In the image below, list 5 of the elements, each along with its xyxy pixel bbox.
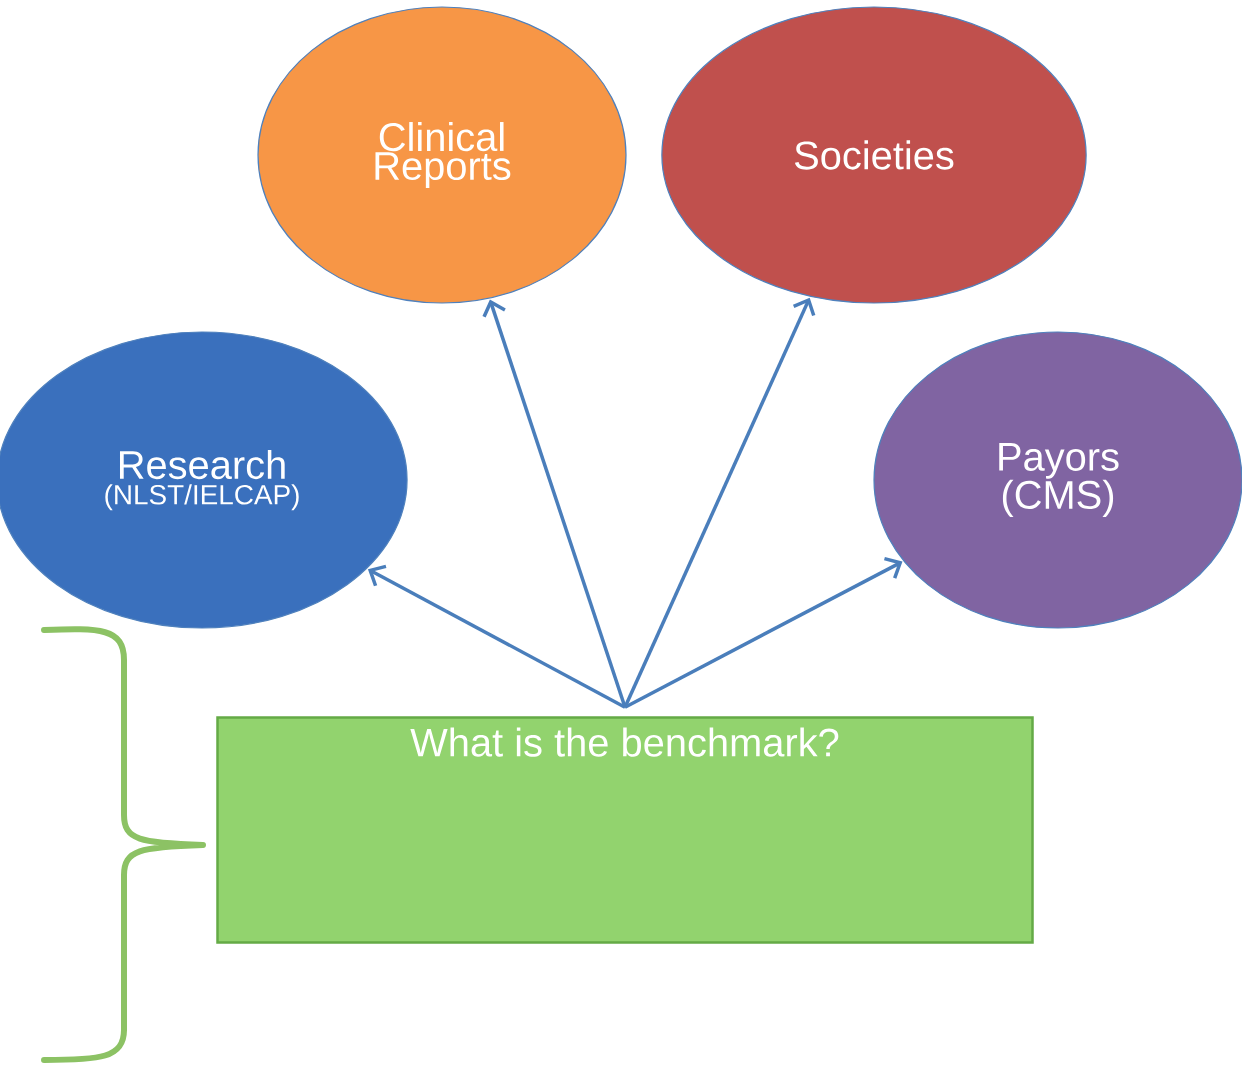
arrow [367,564,626,709]
question-box: What is the benchmark? [216,716,1034,944]
arrow [623,297,816,708]
arrow [624,556,903,709]
arrow [482,299,627,708]
